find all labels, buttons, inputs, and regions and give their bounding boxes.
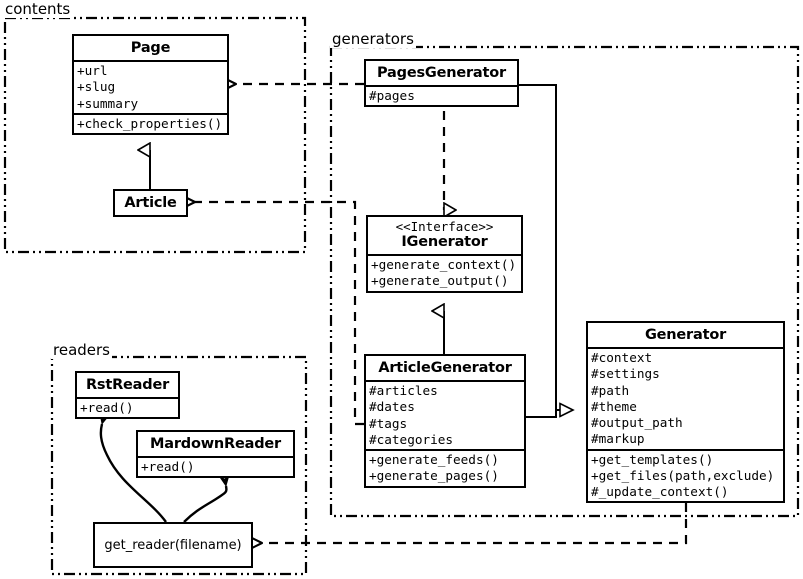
class-attribute-row: #markup [591,431,645,447]
class-attribute-row: #output_path [591,415,683,431]
class-title-article: Article [124,195,177,211]
class-box-article-generator[interactable]: ArticleGenerator #articles #dates #tags … [364,354,526,488]
relation-pagesgenerator-to-generator [519,84,573,410]
class-stereotype-igenerator: <<Interface>> [395,219,494,234]
class-attribute-row: #tags [369,415,408,431]
class-title-generator: Generator [644,327,727,343]
class-method-row: +generate_context() [371,257,517,273]
class-attribute-row: +summary [77,95,139,111]
class-methods-article-generator: +generate_feeds() +generate_pages() [366,449,524,486]
class-title-igenerator: IGenerator [401,234,488,250]
package-label-readers: readers [51,341,112,359]
relation-articlegenerator-to-generator [526,410,557,418]
relation-getreader-to-mardownreader [183,474,230,523]
class-box-igenerator[interactable]: <<Interface>> IGenerator +generate_conte… [366,215,523,293]
class-method-row: #_update_context() [591,484,729,500]
class-title-pages-generator: PagesGenerator [377,65,506,81]
class-attribute-row: #dates [369,399,415,415]
readers-package-frame [50,355,308,576]
package-label-contents: contents [3,0,73,18]
class-attribute-row: +url [77,63,108,79]
class-method-row: +generate_output() [371,273,509,289]
class-attribute-row: #categories [369,431,454,447]
class-box-rst-reader[interactable]: RstReader +read() [75,371,180,420]
class-method-row: +get_templates() [591,451,714,467]
class-method-row: +get_files(path,exclude) [591,467,775,483]
relation-generator-to-getreader [262,503,688,543]
class-title-page: Page [130,40,171,56]
class-methods-mardown-reader: +read() [138,456,293,476]
class-attributes-article-generator: #articles #dates #tags #categories [366,380,524,449]
class-methods-generator: +get_templates() +get_files(path,exclude… [588,448,783,502]
class-attribute-row: +slug [77,79,116,95]
class-attribute-row: #path [591,382,630,398]
class-attribute-row: #context [591,350,653,366]
class-method-row: +read() [80,400,134,416]
class-box-pages-generator[interactable]: PagesGenerator #pages [364,59,519,108]
function-box-get-reader[interactable]: get_reader(filename) [93,522,253,568]
class-methods-igenerator: +generate_context() +generate_output() [368,254,521,291]
class-title-article-generator: ArticleGenerator [378,360,512,376]
class-method-row: +generate_pages() [369,468,499,484]
class-attribute-row: #settings [591,366,660,382]
class-box-generator[interactable]: Generator #context #settings #path #them… [586,321,785,504]
class-methods-page: +check_properties() [74,112,227,133]
function-label-get-reader: get_reader(filename) [104,537,242,553]
class-attributes-page: +url +slug +summary [74,60,227,113]
class-box-mardown-reader[interactable]: MardownReader +read() [136,430,295,479]
class-box-article[interactable]: Article [113,189,188,218]
relation-articlegenerator-to-article [195,202,364,426]
class-method-row: +generate_feeds() [369,452,499,468]
class-attributes-generator: #context #settings #path #theme #output_… [588,347,783,449]
package-label-generators: generators [330,30,416,48]
contents-package-frame [3,16,307,254]
class-attributes-pages-generator: #pages [366,85,517,105]
class-attribute-row: #pages [369,88,415,104]
class-title-rst-reader: RstReader [85,377,170,393]
class-title-mardown-reader: MardownReader [150,436,281,452]
class-attribute-row: #theme [591,398,637,414]
class-attribute-row: #articles [369,383,438,399]
class-box-page[interactable]: Page +url +slug +summary +check_properti… [72,34,229,136]
class-method-row: +read() [141,459,195,475]
class-method-row: +check_properties() [77,115,223,131]
class-methods-rst-reader: +read() [77,397,178,417]
relation-getreader-to-rstreader [99,412,167,523]
